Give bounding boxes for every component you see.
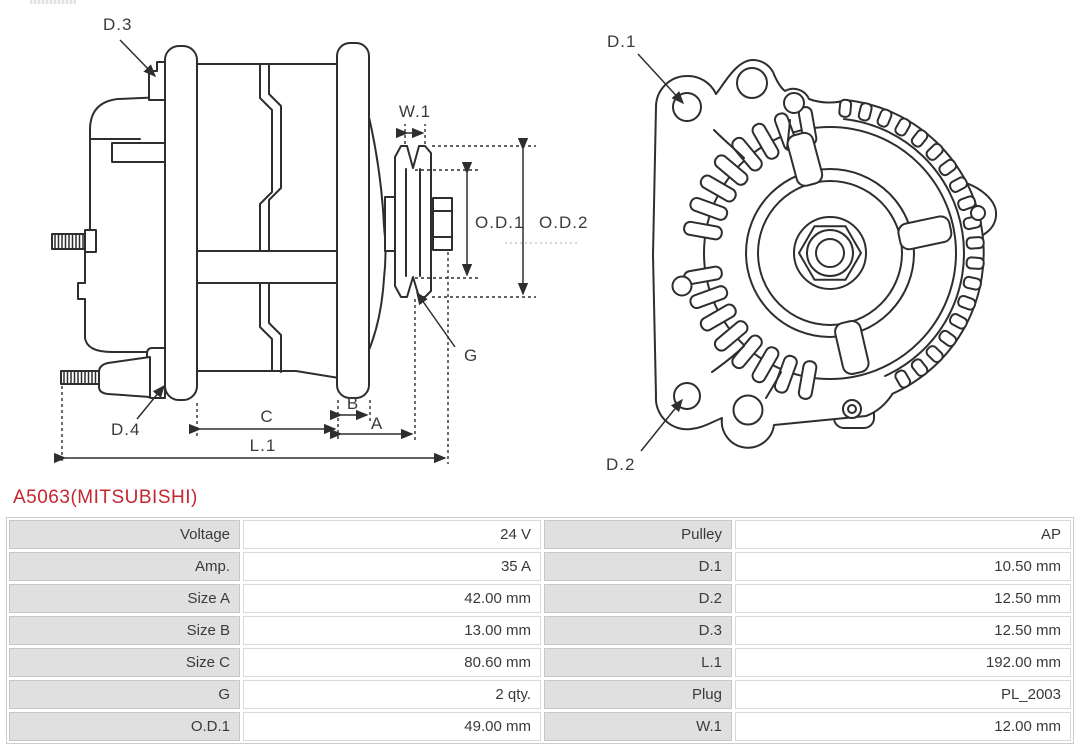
spec-label: D.1: [544, 552, 732, 581]
spec-label: W.1: [544, 712, 732, 741]
spoke: [897, 215, 953, 251]
dim-label-a: A: [371, 414, 383, 433]
spec-value: 24 V: [243, 520, 541, 549]
top-bolt-hole: [736, 67, 768, 99]
spoke: [834, 320, 870, 375]
dim-label-od1: O.D.1: [475, 213, 524, 232]
mount-ear-d3: [148, 61, 166, 101]
spec-label: Size B: [9, 616, 240, 645]
housing-slot: [111, 142, 166, 163]
rear-flange: [164, 45, 198, 401]
side-tab-hole: [970, 205, 986, 221]
dim-label-b: B: [347, 394, 359, 413]
spec-value: 12.50 mm: [735, 584, 1071, 613]
left-small-hole: [671, 275, 693, 297]
dim-label-w1: W.1: [399, 102, 431, 121]
spec-label: D.2: [544, 584, 732, 613]
dim-label-d3: D.3: [103, 15, 132, 34]
spec-label: Voltage: [9, 520, 240, 549]
body-lower: [196, 282, 340, 379]
dim-label-g: G: [464, 346, 478, 365]
spec-label: L.1: [544, 648, 732, 677]
part-number-title: A5063(MITSUBISHI): [13, 487, 198, 508]
dim-label-d1: D.1: [607, 32, 636, 51]
front-ear: [336, 42, 370, 399]
dim-label-c: C: [260, 407, 273, 426]
bottom-lug-hole: [732, 394, 764, 426]
dim-label-od2: O.D.2: [539, 213, 588, 232]
spec-value: 2 qty.: [243, 680, 541, 709]
spoke: [786, 131, 824, 187]
spec-label: G: [9, 680, 240, 709]
spec-label: D.3: [544, 616, 732, 645]
dim-label-d2: D.2: [606, 455, 635, 474]
spec-table: Voltage 24 V Pulley AP Amp. 35 A D.1 10.…: [6, 517, 1074, 744]
pulley: [394, 145, 432, 298]
alternator-drawings: D.3 D.4 W.1 O.D.1 O.D.2 G B C A L.1: [51, 15, 998, 474]
shaft-nut: [432, 197, 453, 251]
spec-label: Plug: [544, 680, 732, 709]
rear-housing: [77, 96, 166, 353]
spec-value: AP: [735, 520, 1071, 549]
spec-label: O.D.1: [9, 712, 240, 741]
spec-label: Size A: [9, 584, 240, 613]
vent-slots: [683, 106, 818, 400]
front-view-drawing: D.1 D.2: [606, 32, 998, 474]
spec-value: 13.00 mm: [243, 616, 541, 645]
terminal-stud-upper: [51, 229, 97, 253]
spec-value: 12.00 mm: [735, 712, 1071, 741]
spec-value: 12.50 mm: [735, 616, 1071, 645]
spec-value: 80.60 mm: [243, 648, 541, 677]
spec-value: 10.50 mm: [735, 552, 1071, 581]
spec-value: 192.00 mm: [735, 648, 1071, 677]
spec-label: Pulley: [544, 520, 732, 549]
spec-label: Amp.: [9, 552, 240, 581]
top-small-hole: [783, 92, 805, 114]
dim-label-d4: D.4: [111, 420, 140, 439]
spec-value: 49.00 mm: [243, 712, 541, 741]
spec-value: PL_2003: [735, 680, 1071, 709]
rim-fins: [838, 98, 985, 389]
logo-remnant: [30, 0, 76, 4]
terminal-stud-lower: [60, 356, 151, 398]
spec-label: Size C: [9, 648, 240, 677]
dim-label-l1: L.1: [250, 436, 277, 455]
side-view-drawing: D.3 D.4 W.1 O.D.1 O.D.2 G B C A L.1: [51, 15, 588, 464]
spec-value: 35 A: [243, 552, 541, 581]
spec-value: 42.00 mm: [243, 584, 541, 613]
